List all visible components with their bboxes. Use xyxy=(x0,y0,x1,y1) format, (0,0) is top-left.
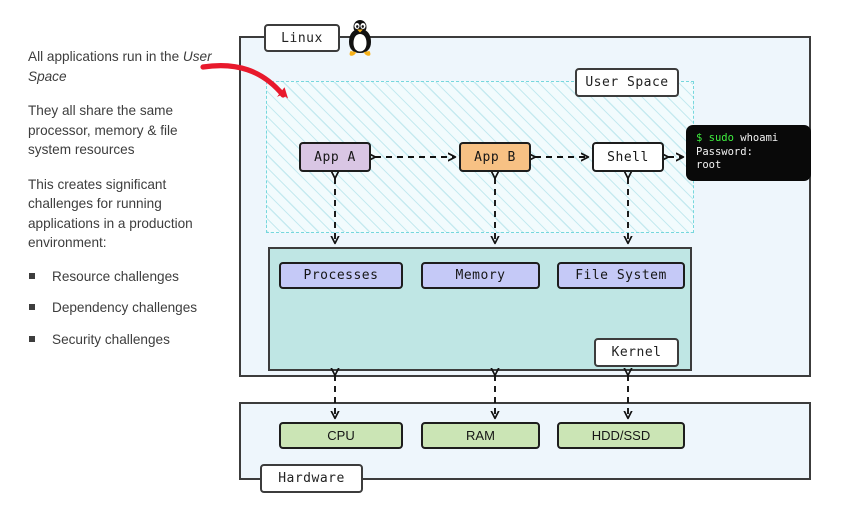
terminal-line-command: $ sudo whoami xyxy=(696,132,811,146)
label-kernel: Kernel xyxy=(594,338,679,367)
paragraph-emphasis: User Space xyxy=(28,49,212,84)
paragraph-lead: All applications run in the xyxy=(28,49,183,64)
square-bullet-icon xyxy=(29,335,35,342)
label-user-space: User Space xyxy=(575,68,679,97)
square-bullet-icon xyxy=(29,304,35,310)
paragraph-user-space: All applications run in the User Space xyxy=(28,47,224,86)
list-item: Dependency challenges xyxy=(28,299,224,317)
node-shell[interactable]: Shell xyxy=(592,142,664,172)
list-item-label: Resource challenges xyxy=(52,268,179,284)
terminal-sudo-keyword: sudo xyxy=(708,132,734,144)
explanation-text-column: All applications run in the User Space T… xyxy=(28,47,224,362)
list-item-label: Security challenges xyxy=(52,331,170,347)
terminal-line-password: Password: xyxy=(696,145,753,158)
square-bullet-icon xyxy=(29,272,35,279)
list-item: Resource challenges xyxy=(28,268,224,286)
node-app-b[interactable]: App B xyxy=(459,142,531,172)
tux-penguin-icon xyxy=(349,20,371,56)
node-cpu[interactable]: CPU xyxy=(279,422,403,449)
list-item-label: Dependency challenges xyxy=(52,300,198,315)
terminal-command: whoami xyxy=(740,132,779,144)
node-processes[interactable]: Processes xyxy=(279,262,403,289)
node-ram[interactable]: RAM xyxy=(421,422,540,449)
node-hdd-ssd[interactable]: HDD/SSD xyxy=(557,422,685,449)
challenges-list: Resource challenges Dependency challenge… xyxy=(28,268,224,349)
label-hardware: Hardware xyxy=(260,464,363,493)
node-memory[interactable]: Memory xyxy=(421,262,540,289)
node-file-system[interactable]: File System xyxy=(557,262,685,289)
terminal-prompt: $ xyxy=(696,132,703,144)
list-item: Security challenges xyxy=(28,331,224,349)
paragraph-challenges-intro: This creates significant challenges for … xyxy=(28,176,193,251)
paragraph-shared-resources: They all share the same processor, memor… xyxy=(28,103,178,157)
terminal-window: $ sudo whoami Password: root xyxy=(686,125,811,181)
node-app-a[interactable]: App A xyxy=(299,142,371,172)
terminal-line-output: root xyxy=(696,159,722,171)
label-linux: Linux xyxy=(264,24,340,52)
